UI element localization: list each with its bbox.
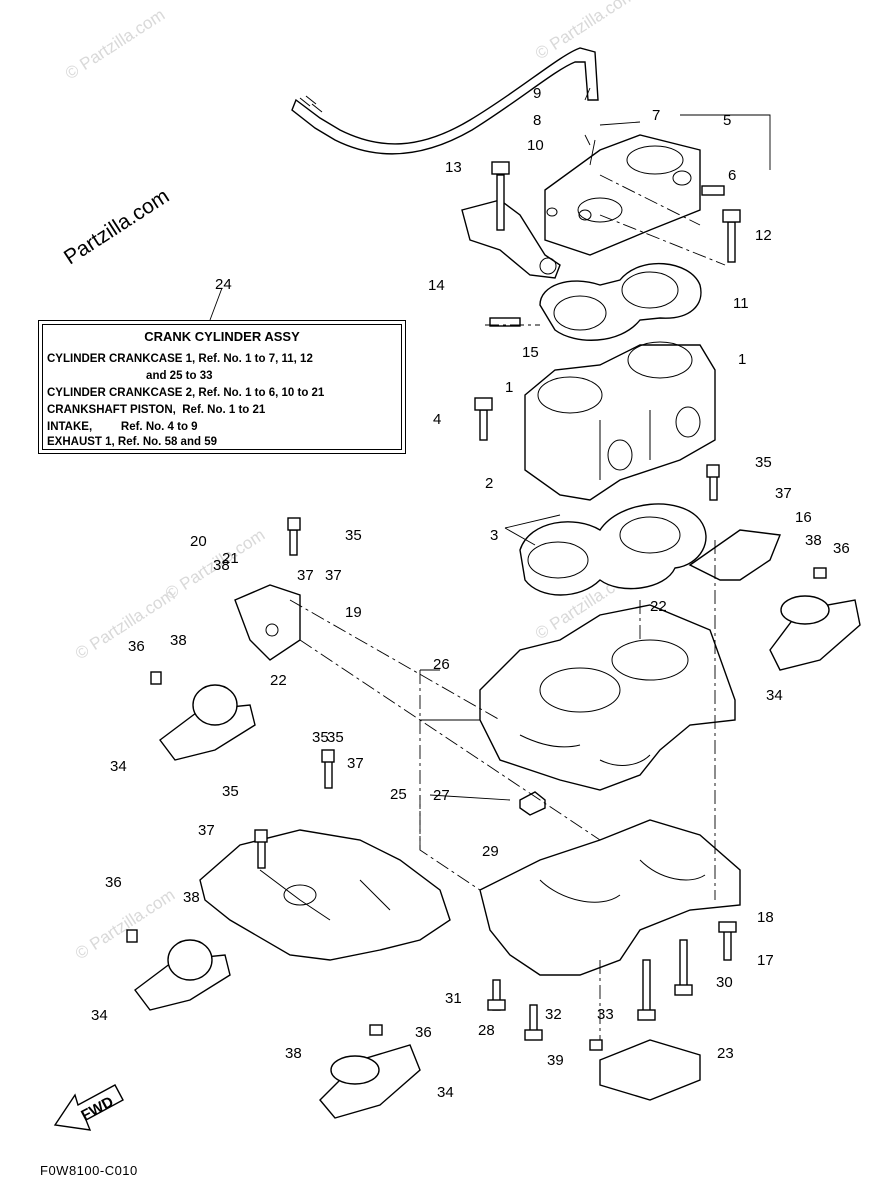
- assy-line: CRANKSHAFT PISTON, Ref. No. 1 to 21: [47, 404, 266, 416]
- fwd-arrow-icon: FWD: [53, 1084, 124, 1131]
- crankcase-lower: [479, 819, 741, 976]
- assy-line: CYLINDER CRANKCASE 1, Ref. No. 1 to 7, 1…: [47, 353, 313, 365]
- callout: 27: [433, 787, 450, 804]
- callout: 9: [533, 85, 541, 102]
- callout: 28: [478, 1022, 495, 1039]
- assy-line: CYLINDER CRANKCASE 2, Ref. No. 1 to 6, 1…: [47, 387, 325, 399]
- callout: 17: [757, 952, 774, 969]
- rubber-mount: [319, 1044, 421, 1119]
- head-gasket: [539, 262, 702, 341]
- callout: 7: [652, 107, 660, 124]
- callout: 37: [297, 567, 314, 584]
- callout: 3: [490, 527, 498, 544]
- callout: 25: [390, 786, 407, 803]
- engine-bracket: [461, 199, 561, 279]
- watermark: © Partzilla.com: [72, 585, 178, 663]
- callout: 30: [716, 974, 733, 991]
- cylinder-block: [524, 341, 716, 501]
- callout: 21: [222, 550, 239, 567]
- callout: 35: [345, 527, 362, 544]
- callout: 22: [270, 672, 287, 689]
- watermark: © Partzilla.com: [72, 885, 178, 963]
- callout: 35: [327, 729, 344, 746]
- callout: 37: [775, 485, 792, 502]
- callout: 36: [415, 1024, 432, 1041]
- callout: 37: [325, 567, 342, 584]
- callout: 13: [445, 159, 462, 176]
- callout: 19: [345, 604, 362, 621]
- callout: 37: [198, 822, 215, 839]
- collar-27: [519, 791, 546, 816]
- callout: 10: [527, 137, 544, 154]
- callout: 8: [533, 112, 541, 129]
- bolts: [126, 161, 827, 1051]
- watermark: © Partzilla.com: [62, 5, 168, 83]
- callout: 2: [485, 475, 493, 492]
- assy-callout: 24: [215, 276, 232, 293]
- diagram-code: F0W8100-C010: [40, 1163, 138, 1178]
- callout: 35: [222, 783, 239, 800]
- callout: 29: [482, 843, 499, 860]
- rubber-mount: [134, 939, 231, 1011]
- intake-housing: [199, 829, 451, 961]
- callout: 20: [190, 533, 207, 550]
- callout: 18: [757, 909, 774, 926]
- callout: 36: [833, 540, 850, 557]
- assy-line: INTAKE, Ref. No. 4 to 9: [47, 421, 198, 433]
- assy-title: CRANK CYLINDER ASSY: [144, 329, 300, 344]
- base-gasket: [519, 503, 707, 596]
- bracket-16: [688, 529, 781, 581]
- callout: 38: [213, 557, 230, 574]
- breather-hose: [291, 47, 599, 155]
- rubber-mount: [159, 684, 256, 761]
- callouts: 1 1 2 3 4 5 6 7 8 9 10 11 12 13 14 15 16…: [91, 85, 850, 1101]
- callout: 14: [428, 277, 445, 294]
- callout: 35: [312, 729, 329, 746]
- callout: 1: [505, 379, 513, 396]
- callout: 33: [597, 1006, 614, 1023]
- callout: 6: [728, 167, 736, 184]
- callout: 39: [547, 1052, 564, 1069]
- callout: 12: [755, 227, 772, 244]
- rubber-mount: [769, 595, 861, 671]
- callout: 34: [766, 687, 783, 704]
- cylinder-head: [544, 134, 701, 256]
- callout: 16: [795, 509, 812, 526]
- callout: 37: [347, 755, 364, 772]
- bracket-19: [234, 584, 301, 661]
- callout: 35: [755, 454, 772, 471]
- assy-line: EXHAUST 1, Ref. No. 58 and 59: [47, 436, 217, 448]
- assy-line: and 25 to 33: [47, 370, 213, 382]
- callout: 34: [437, 1084, 454, 1101]
- callout: 11: [733, 295, 749, 312]
- callout: 4: [433, 411, 441, 428]
- callout: 22: [650, 598, 667, 615]
- callout: 15: [522, 344, 539, 361]
- callout: 38: [805, 532, 822, 549]
- callout: 34: [110, 758, 127, 775]
- callout: 38: [183, 889, 200, 906]
- cover-23: [599, 1039, 701, 1101]
- leader-lines: [209, 87, 771, 1040]
- callout: 36: [128, 638, 145, 655]
- callout: 5: [723, 112, 731, 129]
- callout: 38: [285, 1045, 302, 1062]
- callout: 34: [91, 1007, 108, 1024]
- callout: 38: [170, 632, 187, 649]
- callout: 26: [433, 656, 450, 673]
- callout: 36: [105, 874, 122, 891]
- callout: 31: [445, 990, 462, 1007]
- assy-info-box: CRANK CYLINDER ASSY CYLINDER CRANKCASE 1…: [38, 320, 406, 454]
- crankcase-upper: [479, 604, 736, 791]
- callout: 23: [717, 1045, 734, 1062]
- callout: 32: [545, 1006, 562, 1023]
- callout: 1: [738, 351, 746, 368]
- assy-box-frame: [42, 324, 402, 450]
